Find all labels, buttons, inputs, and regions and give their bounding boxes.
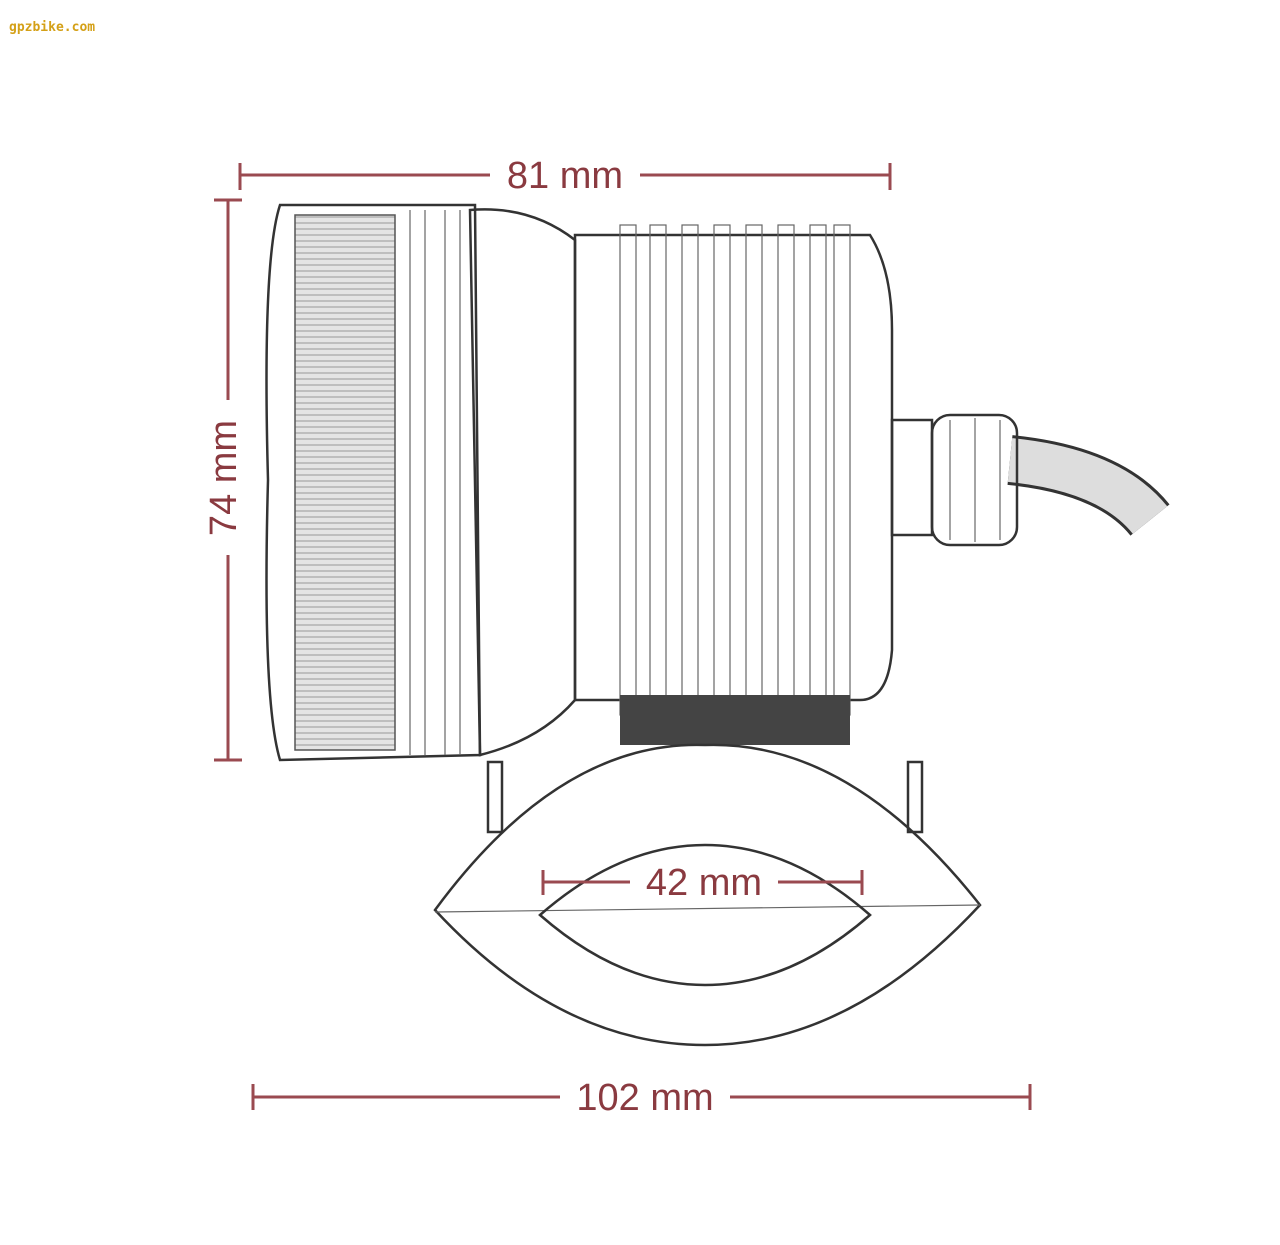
clamp-hole [538, 843, 872, 987]
dimension-clamp-diameter-label: 42 mm [646, 862, 762, 904]
heatsink-fins [619, 224, 851, 716]
dimension-length: 81 mm [238, 155, 892, 197]
bracket-bolt-left [486, 760, 504, 834]
heatsink [573, 224, 894, 745]
dimension-height: 74 mm [203, 198, 245, 762]
bracket-bolt-right [906, 760, 924, 834]
dimension-height-label: 74 mm [203, 420, 245, 536]
lens-ring [294, 214, 396, 751]
dimension-clamp-diameter: 42 mm [541, 862, 864, 904]
dimension-clamp-width-label: 102 mm [576, 1077, 713, 1119]
watermark: gpzbike.com [9, 20, 96, 35]
lamp-neck [468, 208, 577, 757]
cable-gland [890, 413, 1019, 547]
handlebar-clamp [433, 743, 982, 1047]
mount-base [620, 695, 850, 745]
lamp-front-housing [265, 203, 482, 762]
dimension-clamp-width: 102 mm [251, 1077, 1032, 1119]
dimension-length-label: 81 mm [507, 155, 623, 197]
